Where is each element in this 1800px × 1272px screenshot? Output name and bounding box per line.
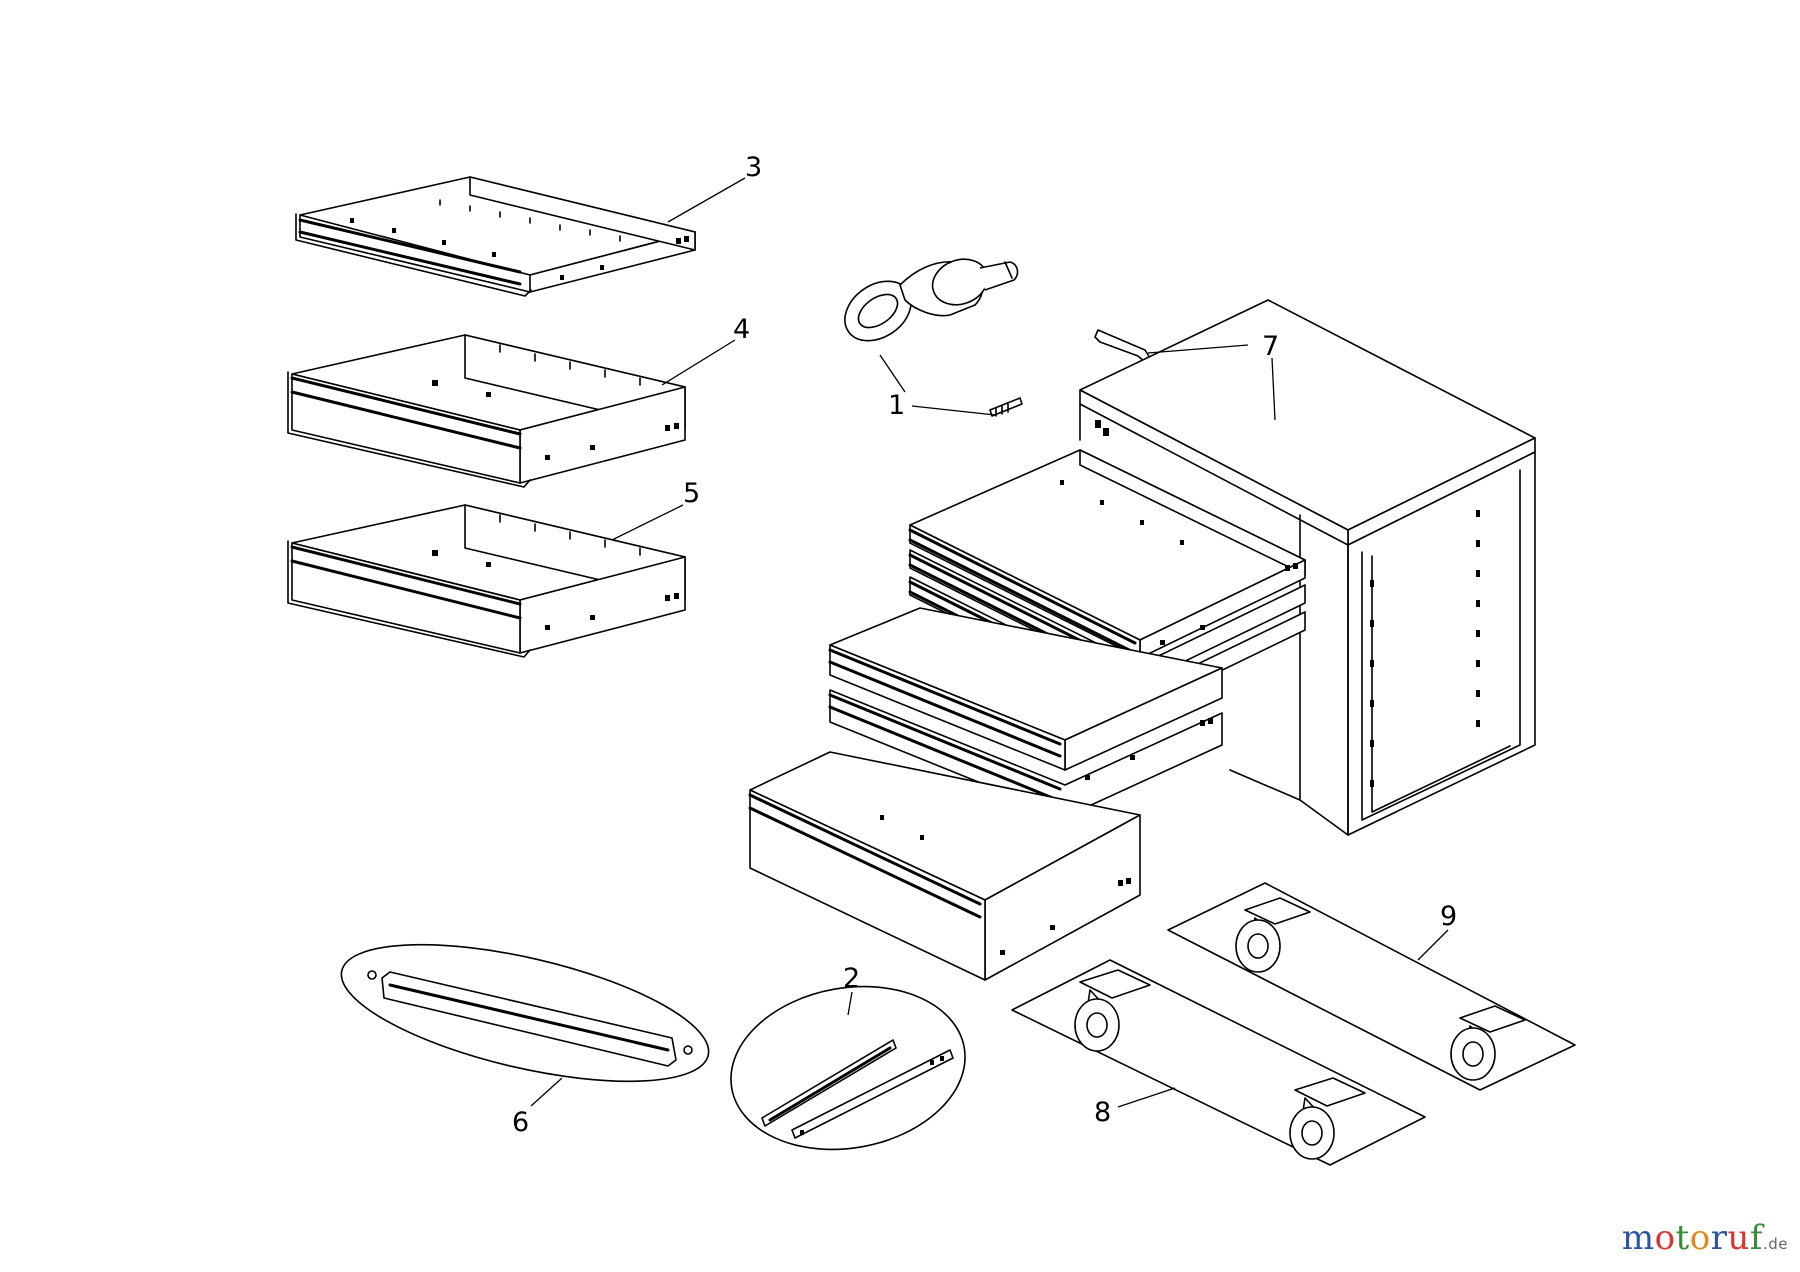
cabinet-body xyxy=(1079,299,1536,836)
caster-fixed-b xyxy=(1450,1005,1526,1081)
part-2-drawer-slides xyxy=(730,985,966,1151)
callout-2: 2 xyxy=(843,963,860,994)
logo-letter: o xyxy=(1689,1218,1711,1258)
part-6-drawer-handle xyxy=(340,943,710,1083)
callout-labels: 3 4 5 1 7 2 6 8 9 xyxy=(512,152,1457,1138)
logo-letter: m xyxy=(1621,1218,1655,1258)
caster-swivel-a xyxy=(1074,969,1151,1052)
part-4-medium-drawer xyxy=(287,334,686,488)
callout-9: 9 xyxy=(1440,901,1457,932)
cabinet-drawers-middle xyxy=(828,607,1223,818)
logo-suffix: .de xyxy=(1762,1235,1788,1253)
part-8-swivel-casters xyxy=(1011,959,1426,1166)
callout-1: 1 xyxy=(888,390,905,421)
logo-letter: u xyxy=(1727,1218,1750,1258)
caster-fixed-a xyxy=(1235,897,1311,973)
part-3-shallow-drawer xyxy=(295,176,696,297)
logo-letter: t xyxy=(1675,1218,1690,1258)
leader-lines xyxy=(530,177,1449,1108)
callout-8: 8 xyxy=(1094,1097,1111,1128)
part-1-lock-and-key xyxy=(844,258,1023,417)
callout-7: 7 xyxy=(1262,331,1279,362)
caster-swivel-b xyxy=(1289,1077,1366,1160)
cabinet-drawer-deep xyxy=(748,751,1141,981)
part-9-fixed-casters xyxy=(1167,882,1576,1091)
logo-letter: f xyxy=(1749,1218,1763,1258)
motoruf-watermark-logo: motoruf.de xyxy=(1622,1218,1788,1258)
callout-3: 3 xyxy=(745,152,762,183)
part-5-medium-drawer xyxy=(287,504,686,658)
logo-letter: o xyxy=(1654,1218,1676,1258)
logo-letter: r xyxy=(1710,1218,1728,1258)
callout-5: 5 xyxy=(683,478,700,509)
callout-6: 6 xyxy=(512,1107,529,1138)
callout-4: 4 xyxy=(733,314,750,345)
